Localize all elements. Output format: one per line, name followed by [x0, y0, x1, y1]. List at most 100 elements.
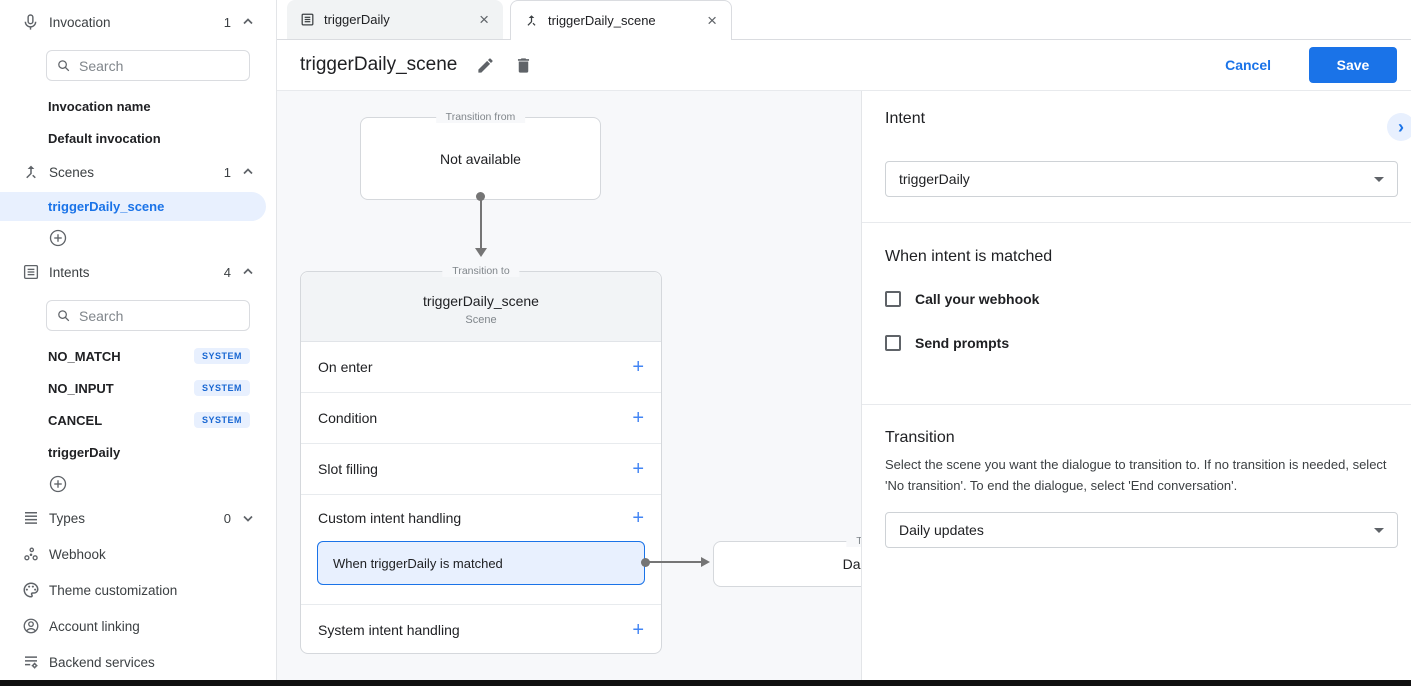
tab-bar: triggerDaily × triggerDaily_scene × — [277, 0, 1411, 40]
plus-icon[interactable]: + — [632, 407, 644, 429]
sidebar-item-webhook[interactable]: Webhook — [0, 538, 276, 570]
cancel-button[interactable]: Cancel — [1225, 57, 1271, 73]
system-badge: SYSTEM — [193, 412, 250, 428]
tab-triggerdaily[interactable]: triggerDaily × — [287, 0, 503, 39]
add-intent-button[interactable] — [0, 474, 276, 494]
row-on-enter: On enter + — [301, 342, 661, 393]
sidebar-item-theme-customization[interactable]: Theme customization — [0, 574, 276, 606]
sidebar-item-no-match[interactable]: NO_MATCH SYSTEM — [0, 340, 276, 372]
intent-tab-icon — [300, 12, 315, 27]
close-icon[interactable]: × — [479, 10, 489, 29]
chevron-up-icon[interactable] — [242, 166, 254, 178]
connector-dot — [476, 192, 485, 201]
close-icon[interactable]: × — [707, 11, 717, 30]
section-count: 0 — [223, 510, 231, 526]
dropdown-arrow-icon — [1374, 527, 1384, 533]
section-label: Types — [49, 510, 86, 526]
row-custom-intent-handling: Custom intent handling + When triggerDai… — [301, 495, 661, 605]
section-count: 1 — [223, 14, 231, 30]
call-webhook-checkbox-row[interactable]: Call your webhook — [885, 291, 1039, 307]
scene-merge-icon — [19, 163, 42, 181]
checkbox-unchecked[interactable] — [885, 335, 901, 351]
section-label: Invocation — [49, 14, 111, 30]
sidebar-section-scenes[interactable]: Scenes 1 — [0, 156, 276, 188]
row-system-intent-handling: System intent handling + — [318, 619, 644, 641]
sidebar: Invocation 1 Invocation name Default inv… — [0, 0, 277, 686]
transition-select[interactable]: Daily updates — [885, 512, 1398, 548]
chevron-right-icon: › — [1398, 116, 1404, 137]
chevron-down-icon[interactable] — [242, 512, 254, 524]
sidebar-item-backend-services[interactable]: Backend services — [0, 646, 276, 678]
intent-detail-panel: › Intent triggerDaily When intent is mat… — [861, 91, 1411, 680]
tab-triggerdaily-scene[interactable]: triggerDaily_scene × — [510, 0, 732, 40]
transition-target-box: Transition to Daily updates — [713, 535, 861, 587]
bottom-bar — [0, 680, 1411, 686]
add-scene-button[interactable] — [0, 228, 276, 248]
tab-label: triggerDaily — [324, 12, 390, 27]
search-icon — [56, 58, 71, 73]
sidebar-item-default-invocation[interactable]: Default invocation — [48, 130, 161, 146]
transition-section-title: Transition — [885, 429, 955, 446]
microphone-icon — [19, 13, 42, 32]
palette-icon — [19, 581, 42, 599]
main-area: triggerDaily × triggerDaily_scene × trig… — [277, 0, 1411, 686]
dropdown-arrow-icon — [1374, 176, 1384, 182]
webhook-nodes-icon — [19, 545, 42, 563]
chevron-up-icon[interactable] — [242, 16, 254, 28]
scene-node-header: triggerDaily_scene Scene — [301, 272, 661, 342]
connector-line — [647, 561, 703, 563]
edit-pencil-icon[interactable] — [476, 56, 495, 75]
transition-description: Select the scene you want the dialogue t… — [885, 457, 1387, 494]
send-prompts-checkbox-row[interactable]: Send prompts — [885, 335, 1009, 351]
plus-icon[interactable]: + — [632, 619, 644, 641]
sidebar-item-triggerdaily-scene[interactable]: triggerDaily_scene — [0, 192, 266, 221]
invocation-search-input[interactable] — [79, 57, 240, 74]
connector-line — [480, 199, 482, 249]
row-condition: Condition + — [301, 393, 661, 444]
sidebar-item-no-input[interactable]: NO_INPUT SYSTEM — [0, 372, 276, 404]
search-icon — [56, 308, 71, 323]
sidebar-item-account-linking[interactable]: Account linking — [0, 610, 276, 642]
connector-arrowhead — [701, 557, 710, 567]
sidebar-item-cancel[interactable]: CANCEL SYSTEM — [0, 404, 276, 436]
intent-select[interactable]: triggerDaily — [885, 161, 1398, 197]
scene-tab-icon — [524, 13, 539, 28]
sidebar-item-invocation-name[interactable]: Invocation name — [48, 98, 151, 114]
chevron-up-icon[interactable] — [242, 266, 254, 278]
plus-icon[interactable]: + — [632, 458, 644, 480]
transition-to-box: Transition to triggerDaily_scene Scene O… — [300, 265, 662, 654]
target-scene-title: Daily updates — [842, 556, 861, 572]
section-count: 4 — [223, 264, 231, 280]
sidebar-section-invocation[interactable]: Invocation 1 — [0, 6, 276, 38]
matched-section-title: When intent is matched — [885, 248, 1053, 265]
section-count: 1 — [223, 164, 231, 180]
checkbox-unchecked[interactable] — [885, 291, 901, 307]
collapse-panel-button[interactable]: › — [1387, 113, 1411, 141]
section-label: Intents — [49, 264, 90, 280]
intent-section-title: Intent — [885, 110, 926, 127]
system-badge: SYSTEM — [193, 380, 250, 396]
matched-intent-item[interactable]: When triggerDaily is matched — [317, 541, 645, 585]
types-lines-icon — [19, 509, 42, 527]
scene-header: triggerDaily_scene Cancel Save — [277, 40, 1411, 91]
sidebar-item-triggerdaily[interactable]: triggerDaily — [48, 444, 121, 460]
connector-arrowhead — [475, 248, 487, 257]
transition-select-value: Daily updates — [899, 522, 984, 538]
plus-icon[interactable]: + — [632, 507, 644, 529]
scene-diagram-canvas[interactable]: Transition from Not available Transition… — [277, 91, 861, 680]
plus-icon[interactable]: + — [632, 356, 644, 378]
box-legend: Transition from — [435, 111, 526, 123]
row-slot-filling: Slot filling + — [301, 444, 661, 495]
sidebar-section-intents[interactable]: Intents 4 — [0, 256, 276, 288]
delete-trash-icon[interactable] — [514, 56, 533, 75]
system-badge: SYSTEM — [193, 348, 250, 364]
divider — [862, 404, 1411, 405]
divider — [862, 222, 1411, 223]
sidebar-section-types[interactable]: Types 0 — [0, 502, 276, 534]
intents-search-box — [46, 300, 250, 331]
tab-label: triggerDaily_scene — [548, 13, 656, 28]
box-legend: Transition to — [846, 535, 861, 547]
intents-search-input[interactable] — [79, 307, 240, 324]
save-button[interactable]: Save — [1309, 47, 1397, 83]
